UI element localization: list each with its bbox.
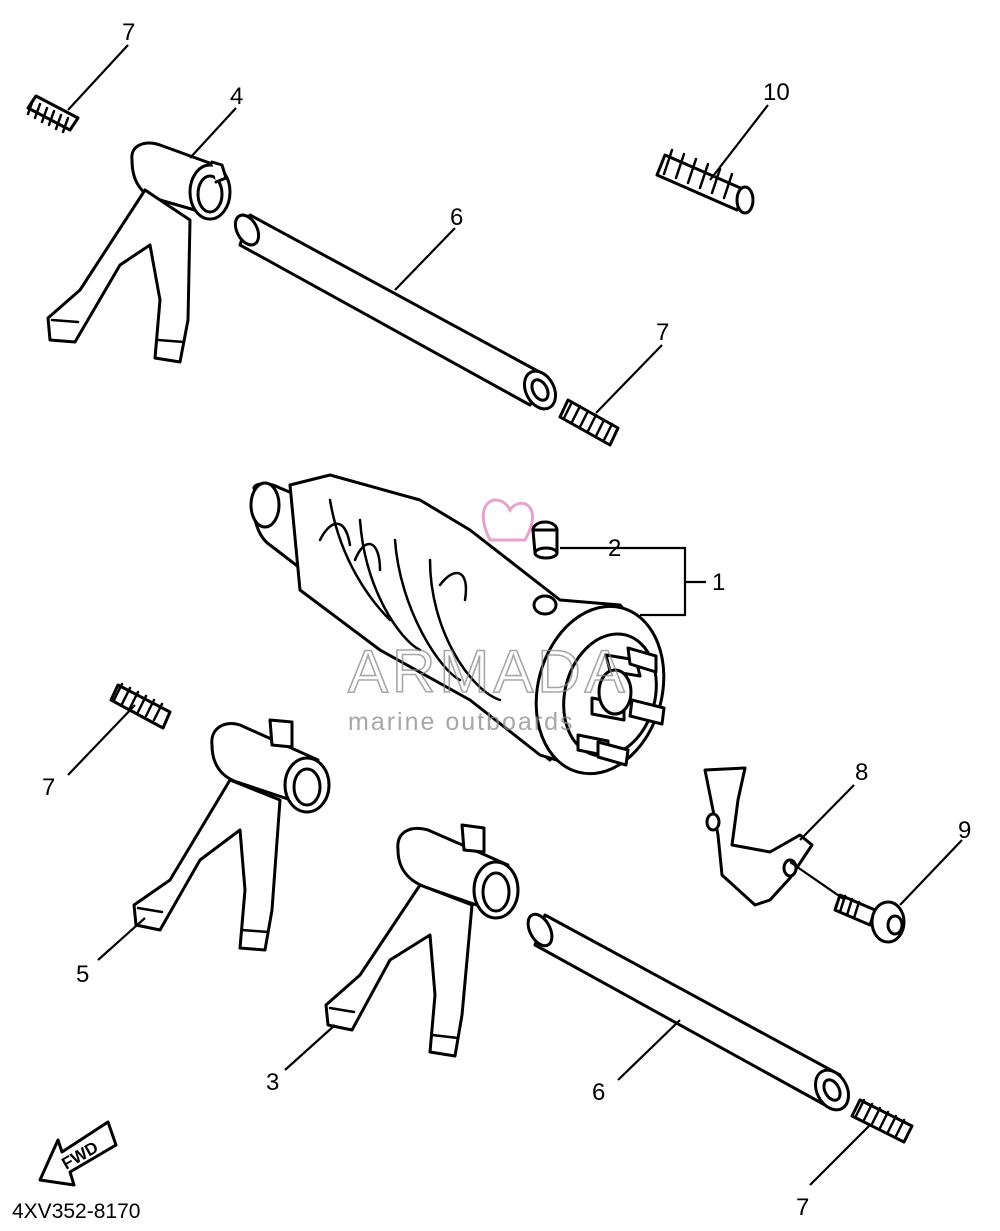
callout-10: 10 xyxy=(763,79,790,106)
callout-1: 1 xyxy=(712,569,725,596)
callout-7: 7 xyxy=(656,319,669,346)
callout-9: 9 xyxy=(958,817,971,844)
spring-top-right xyxy=(558,398,620,447)
pin-2 xyxy=(531,520,559,560)
diagram-code: 4XV352-8170 xyxy=(12,1200,140,1223)
callout-3: 3 xyxy=(266,1069,279,1096)
shift-fork-4 xyxy=(46,141,232,364)
shift-drum xyxy=(249,473,666,776)
shift-fork-5 xyxy=(132,718,331,952)
drum-pins xyxy=(576,646,666,767)
guide-bar-top xyxy=(233,213,558,411)
watermark-tagline: marine outboards xyxy=(348,708,575,736)
callout-7: 7 xyxy=(796,1194,809,1221)
callout-7: 7 xyxy=(122,19,135,46)
spring-mid-left xyxy=(109,682,172,730)
forward-arrow-icon: FWD xyxy=(38,1120,118,1187)
spring-10 xyxy=(655,148,755,215)
callout-6: 6 xyxy=(450,204,463,231)
callout-4: 4 xyxy=(230,83,243,110)
leader-lines xyxy=(67,44,963,1186)
callout-8: 8 xyxy=(855,759,868,786)
shift-fork-3 xyxy=(324,823,520,1058)
guide-bar-bottom xyxy=(526,912,851,1112)
callout-2: 2 xyxy=(608,535,621,562)
callout-6: 6 xyxy=(592,1079,605,1106)
watermark-brand: ARMADA xyxy=(348,638,629,705)
bolt-9 xyxy=(833,893,906,944)
callout-7: 7 xyxy=(42,774,55,801)
spring-bottom-right xyxy=(850,1098,914,1144)
spring-top-left xyxy=(26,94,80,134)
stopper-plate-8 xyxy=(703,766,814,907)
callout-5: 5 xyxy=(76,961,89,988)
